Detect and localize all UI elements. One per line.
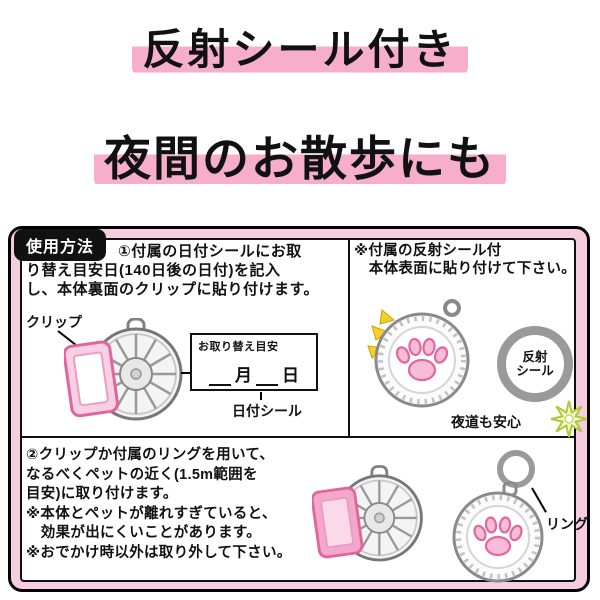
paw-print [395, 337, 449, 382]
date-box-pointer-line [181, 372, 190, 374]
sparkle-star-icon [550, 400, 588, 438]
headline-reflective-seal: 反射シール付き [132, 16, 468, 77]
headline-row-1: 反射シール付き [0, 16, 600, 77]
hang-hook [443, 299, 461, 317]
step2-text: ②クリップか付属のリングを用いて、 なるべくペットの近く(1.5m範囲を 目安)… [26, 447, 292, 561]
day-blank-line [256, 368, 278, 386]
date-seal-box-title: お取り替え目安 [198, 341, 279, 353]
step1-text-line1: ①付属の日付シールにお取 [118, 243, 302, 260]
device-with-clip-illustration [64, 318, 183, 421]
day-label: 日 [282, 366, 299, 385]
step1-text-rest: り替え目安日(140日後の日付)を記入 し、本体裏面のクリップに貼り付けます。 [26, 262, 320, 298]
column-divider [348, 240, 350, 436]
headline-night-walk: 夜間のお散歩にも [94, 120, 506, 189]
clip-frame [64, 340, 119, 418]
device-with-pink-clip-illustration [312, 465, 423, 562]
date-seal-box: お取り替え目安 月 日 [190, 333, 318, 391]
reflective-seal-ring: 反射 シール [497, 326, 573, 402]
night-safety-note: 夜道も安心 [451, 414, 521, 430]
pink-clip-frame [312, 486, 364, 559]
ring-illustration [497, 450, 535, 488]
ring-label: リング [546, 516, 588, 532]
reflective-seal-note: ※付属の反射シール付 本体表面に貼り付けて下さい。 [354, 243, 576, 277]
month-label: 月 [235, 366, 252, 385]
headline-row-2: 夜間のお散歩にも [0, 120, 600, 189]
section-divider [22, 436, 576, 438]
date-seal-label: 日付シール [232, 403, 302, 419]
paw-device-illustration [367, 299, 470, 408]
paw-print [473, 516, 523, 557]
clip-label: クリップ [26, 314, 82, 330]
date-seal-pointer-line [260, 392, 262, 400]
month-blank-line [209, 368, 231, 386]
device-with-ring-illustration [452, 450, 544, 583]
usage-method-badge: 使用方法 [14, 229, 107, 261]
date-seal-fields: 月 日 [192, 361, 316, 386]
